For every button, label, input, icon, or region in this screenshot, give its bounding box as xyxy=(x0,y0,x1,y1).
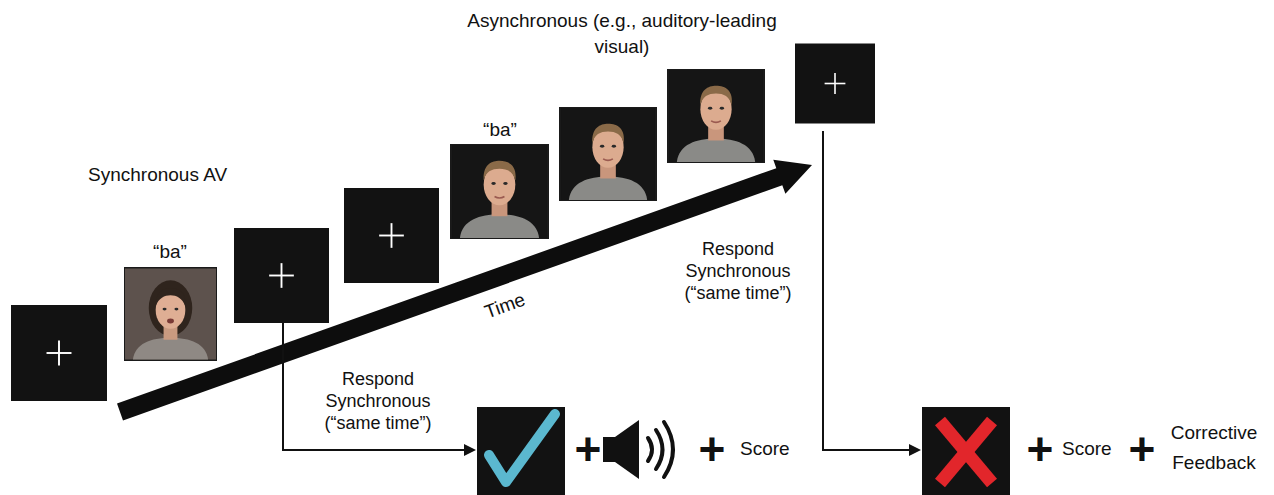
response-label: Respond Synchronous (“same time”) xyxy=(313,368,443,434)
condition-heading: Synchronous AV xyxy=(88,163,227,187)
score-label: Score xyxy=(740,437,790,461)
syllable-label: “ba” xyxy=(140,240,200,264)
feedback-label: Corrective Feedback xyxy=(1160,418,1268,478)
plus-sign: + xyxy=(692,426,732,472)
response-label: Respond Synchronous (“same time”) xyxy=(673,238,803,304)
syllable-label: “ba” xyxy=(470,118,530,142)
condition-heading: Asynchronous (e.g., auditory-leading vis… xyxy=(462,8,782,60)
score-label: Score xyxy=(1062,437,1112,461)
plus-sign: + xyxy=(1020,426,1060,472)
plus-sign: + xyxy=(1122,426,1162,472)
plus-sign: + xyxy=(568,426,608,472)
